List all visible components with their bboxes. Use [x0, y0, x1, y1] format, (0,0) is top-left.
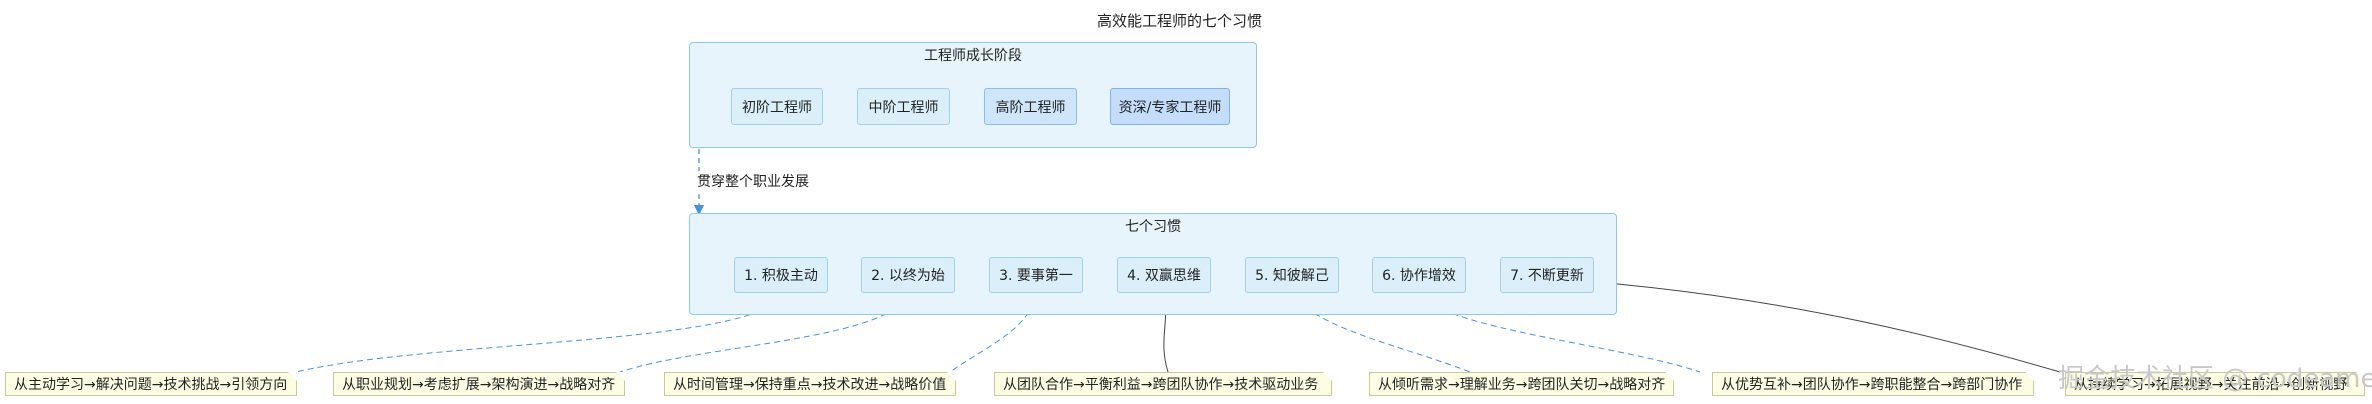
- note-1: 从主动学习→解决问题→技术挑战→引领方向: [5, 372, 297, 396]
- habits-group-title: 七个习惯: [1125, 219, 1181, 235]
- habit-node-4: 4. 双赢思维: [1117, 257, 1211, 293]
- habit-node-3: 3. 要事第一: [989, 257, 1083, 293]
- stages-group-title: 工程师成长阶段: [924, 48, 1022, 64]
- note-link-5: [1291, 293, 1471, 373]
- stage-node-junior: 初阶工程师: [731, 88, 823, 125]
- note-link-7: [1595, 281, 2061, 373]
- stage-node-staff: 资深/专家工程师: [1110, 88, 1230, 125]
- edge-label: 贯穿整个职业发展: [697, 171, 809, 191]
- habit-node-1: 1. 积极主动: [734, 257, 828, 293]
- stage-node-senior: 高阶工程师: [984, 88, 1077, 125]
- note-3: 从时间管理→保持重点→技术改进→战略价值: [664, 372, 956, 396]
- habit-node-6: 6. 协作增效: [1372, 257, 1466, 293]
- note-4: 从团队合作→平衡利益→跨团队协作→技术驱动业务: [994, 372, 1332, 396]
- note-2: 从职业规划→考虑扩展→架构演进→战略对齐: [333, 372, 625, 396]
- note-6: 从优势互补→团队协作→跨职能整合→跨部门协作: [1712, 372, 2034, 396]
- habit-node-7: 7. 不断更新: [1500, 257, 1594, 293]
- note-7: 从持续学习→拓展视野→关注前沿→创新视野: [2065, 372, 2365, 396]
- watermark: 掘金技术社区 @ codeamer: [2058, 364, 2372, 394]
- habit-node-2: 2. 以终为始: [861, 257, 955, 293]
- note-5: 从倾听需求→理解业务→跨团队关切→战略对齐: [1369, 372, 1674, 396]
- habit-node-5: 5. 知彼解己: [1245, 257, 1339, 293]
- stage-node-mid: 中阶工程师: [857, 88, 950, 125]
- diagram-title: 高效能工程师的七个习惯: [1097, 12, 1263, 30]
